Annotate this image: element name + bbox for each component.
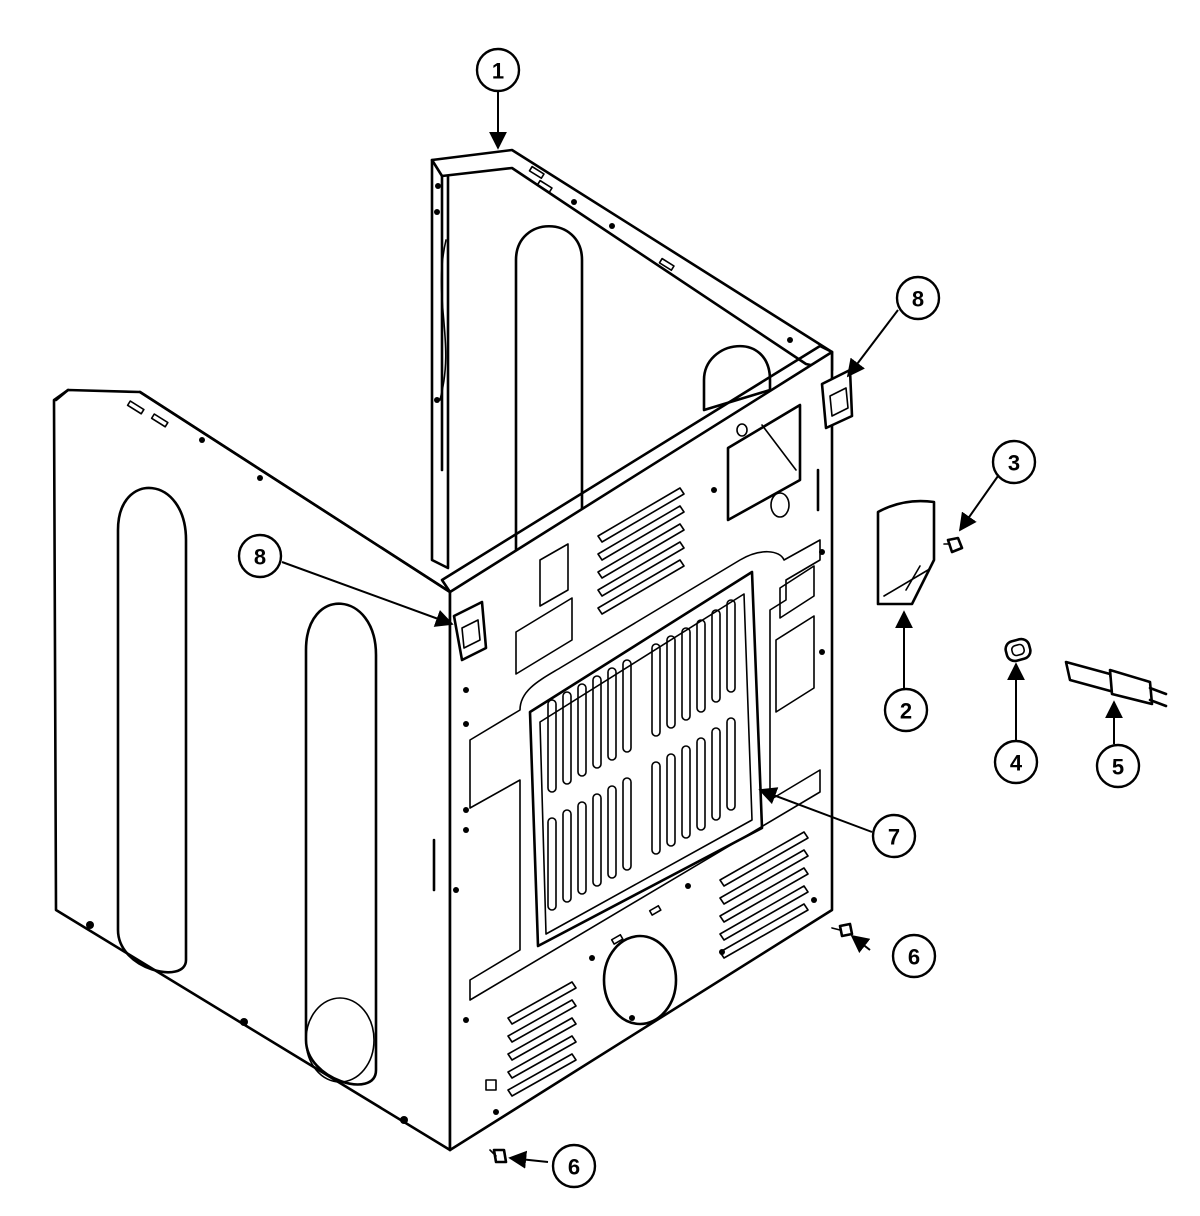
svg-text:8: 8 <box>254 545 266 570</box>
svg-text:8: 8 <box>912 287 924 312</box>
power-cord-5 <box>1064 660 1168 708</box>
svg-text:2: 2 <box>900 699 912 724</box>
screw-6-bottom <box>489 1148 508 1164</box>
vent-door-slots <box>547 599 736 911</box>
cabinet-left-side-panel <box>52 388 452 1152</box>
callout-6-bottom: 6 <box>551 1143 597 1189</box>
callout-2: 2 <box>883 687 929 733</box>
svg-text:6: 6 <box>908 945 920 970</box>
grommet-4 <box>1004 637 1032 663</box>
hinge-bracket-right <box>820 368 854 430</box>
callout-5: 5 <box>1095 743 1141 789</box>
upper-louvers <box>597 487 685 615</box>
screw-6-right <box>831 922 854 938</box>
hinge-bracket-left <box>452 600 488 662</box>
callout-8-right: 8 <box>895 275 941 321</box>
leader-lines <box>281 92 1123 1169</box>
callout-4: 4 <box>993 739 1039 785</box>
svg-text:4: 4 <box>1010 751 1023 776</box>
lower-right-louvers <box>719 831 809 959</box>
callout-1: 1 <box>475 47 521 93</box>
svg-text:3: 3 <box>1008 451 1020 476</box>
callout-3: 3 <box>991 439 1037 485</box>
svg-text:7: 7 <box>888 825 900 850</box>
screw-3 <box>943 536 964 554</box>
callout-7: 7 <box>871 813 917 859</box>
cabinet-rear-panel <box>432 344 834 1152</box>
callout-6-right: 6 <box>891 933 937 979</box>
callout-8-left: 8 <box>237 533 283 579</box>
svg-text:1: 1 <box>492 59 504 84</box>
svg-text:6: 6 <box>568 1155 580 1180</box>
svg-text:5: 5 <box>1112 755 1124 780</box>
cord-cover-bracket <box>876 499 936 606</box>
lower-left-louvers <box>507 981 577 1097</box>
